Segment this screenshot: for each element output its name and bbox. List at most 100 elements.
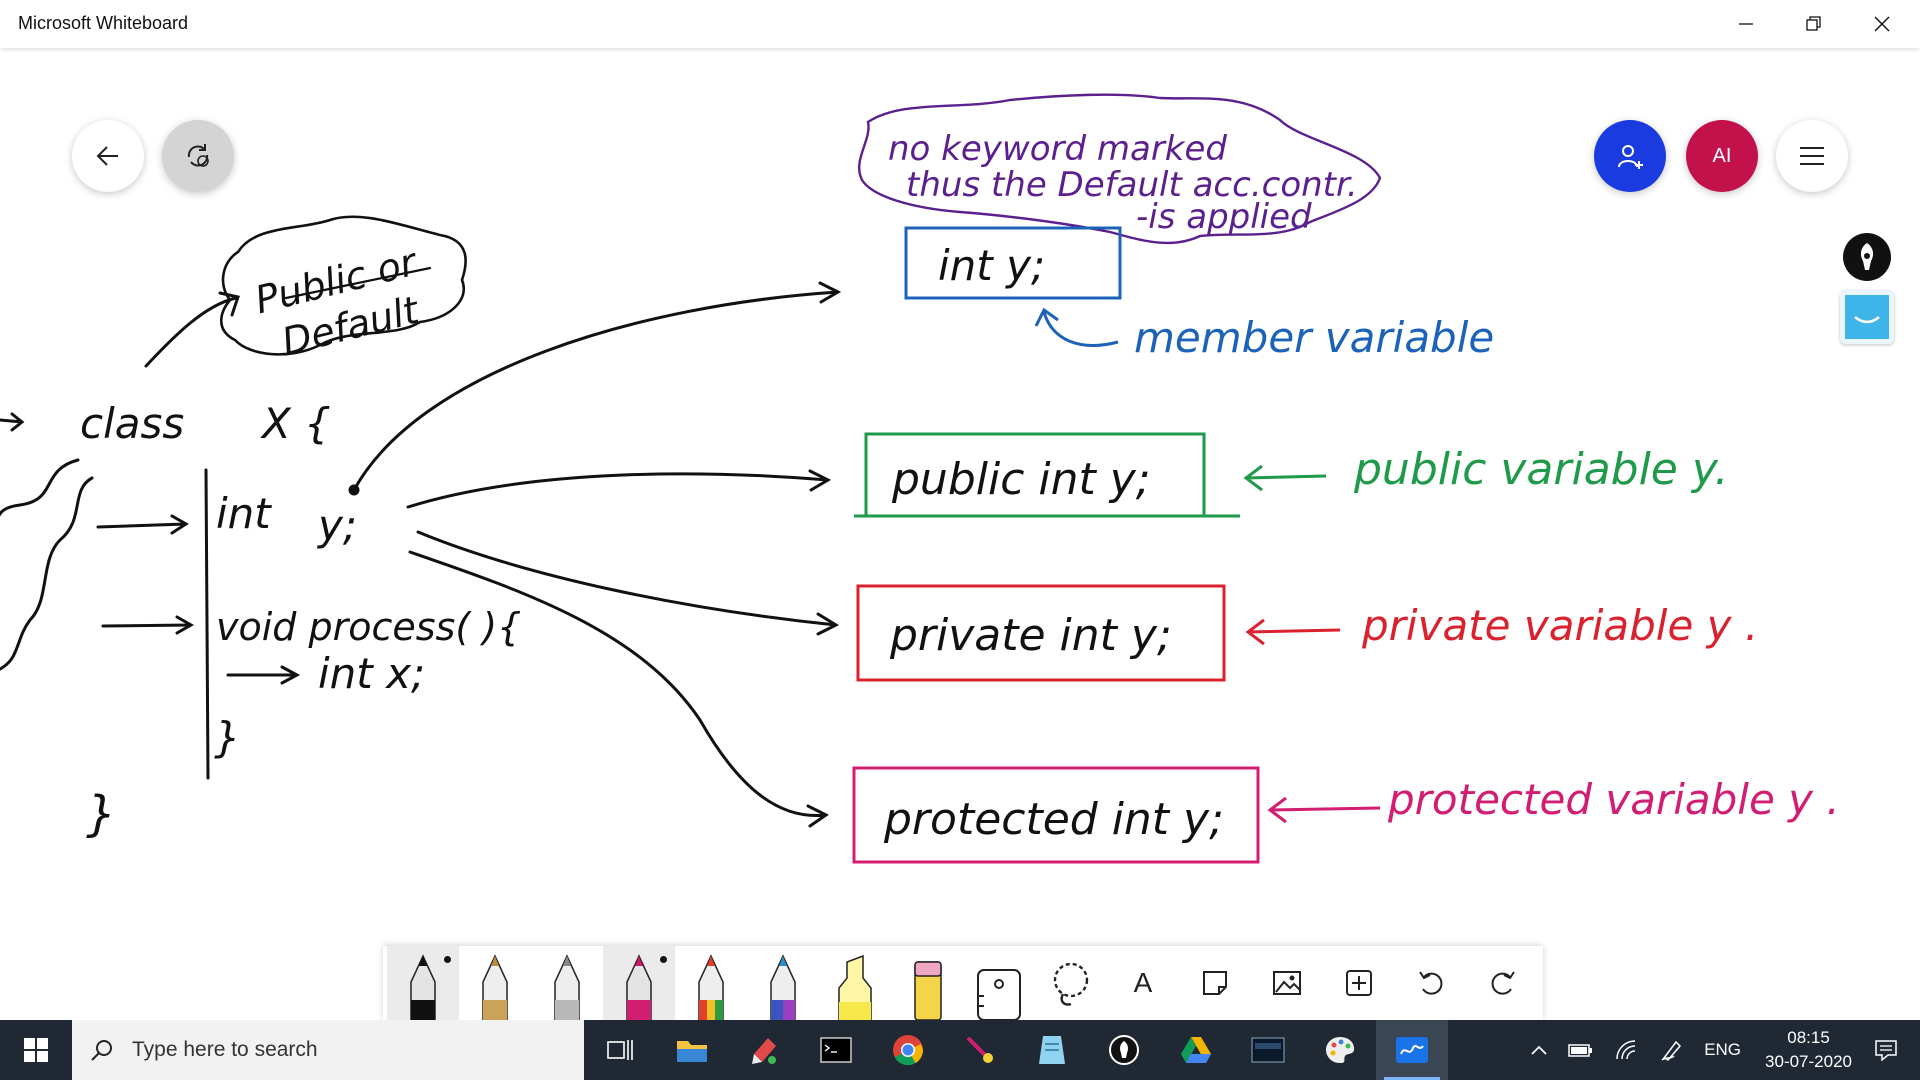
- tool-rainbow-pen[interactable]: [675, 946, 747, 1020]
- tray-wifi[interactable]: [1604, 1020, 1650, 1080]
- squiggle-stroke: [0, 458, 94, 671]
- tray-pen-workspace[interactable]: [1650, 1020, 1694, 1080]
- default-box: [904, 226, 1122, 300]
- taskbar-search[interactable]: Type here to search: [72, 1020, 584, 1080]
- tray-notifications[interactable]: [1866, 1020, 1920, 1080]
- note-outline: [857, 93, 1382, 245]
- avatar-initials: AI: [1712, 144, 1732, 167]
- scope-line: [204, 468, 210, 780]
- pen-nib-taskbar-icon: [1109, 1035, 1139, 1065]
- taskbar-mysql[interactable]: [1232, 1020, 1304, 1080]
- tool-ruler[interactable]: [963, 946, 1035, 1020]
- tool-pink-highlighter[interactable]: [891, 946, 963, 1020]
- windows-logo-icon: [24, 1038, 48, 1062]
- ink-beautify-button[interactable]: [1840, 230, 1894, 284]
- taskbar-notepad[interactable]: [1016, 1020, 1088, 1080]
- text-class-name: X {: [260, 399, 331, 448]
- taskbar-file-explorer[interactable]: [656, 1020, 728, 1080]
- text-int-x: int x;: [318, 649, 425, 698]
- wifi-icon: [1616, 1040, 1636, 1060]
- protected-box-text: protected int y;: [883, 794, 1224, 845]
- sync-icon: [187, 144, 209, 167]
- taskbar-terminal[interactable]: [800, 1020, 872, 1080]
- silver-pen-icon: [554, 954, 580, 1020]
- tool-pink-pen[interactable]: [603, 946, 675, 1020]
- default-box-text: int y;: [938, 241, 1045, 290]
- tool-note[interactable]: [1179, 946, 1251, 1020]
- text-tool-icon: A: [1133, 967, 1153, 998]
- add-box-icon: [1346, 970, 1372, 996]
- taskbar-chrome[interactable]: [872, 1020, 944, 1080]
- taskbar-task-view[interactable]: [584, 1020, 656, 1080]
- taskbar-whiteboard-ink[interactable]: [1088, 1020, 1160, 1080]
- sync-button[interactable]: [162, 120, 234, 192]
- arrow-to-public: [406, 469, 832, 509]
- smile-tile-icon: [1845, 295, 1889, 339]
- arrow-to-private: [416, 530, 840, 636]
- tool-black-pen[interactable]: [387, 946, 459, 1020]
- text-int: int: [216, 489, 272, 538]
- tray-language[interactable]: ENG: [1704, 1040, 1742, 1059]
- inking-toolbar: A: [383, 946, 1543, 1020]
- paint-icon: [752, 1038, 776, 1064]
- tray-battery[interactable]: [1558, 1020, 1604, 1080]
- tray-clock[interactable]: 08:15 30-07-2020: [1751, 1026, 1866, 1074]
- stamp-button[interactable]: [1840, 290, 1894, 344]
- restore-button[interactable]: [1780, 0, 1848, 48]
- back-button[interactable]: [72, 120, 144, 192]
- member-label: member variable: [1134, 313, 1494, 362]
- undo-icon: [1419, 971, 1443, 995]
- taskbar-paint[interactable]: [728, 1020, 800, 1080]
- taskbar-whiteboard[interactable]: [1376, 1020, 1448, 1080]
- taskbar-pen-app[interactable]: [944, 1020, 1016, 1080]
- protected-arrow: [1267, 796, 1381, 824]
- tool-gold-pen[interactable]: [459, 946, 531, 1020]
- minimize-button[interactable]: [1712, 0, 1780, 48]
- close-icon: [1874, 16, 1890, 32]
- arrow-int-x: [226, 665, 301, 685]
- tool-image[interactable]: [1251, 946, 1323, 1020]
- note-line-3: -is applied: [1136, 197, 1312, 237]
- tool-insert[interactable]: [1323, 946, 1395, 1020]
- tool-redo[interactable]: [1467, 946, 1539, 1020]
- menu-button[interactable]: [1776, 120, 1848, 192]
- minimize-icon: [1739, 23, 1753, 25]
- add-person-icon: [1618, 145, 1643, 169]
- taskbar-google-drive[interactable]: [1160, 1020, 1232, 1080]
- task-view-icon: [607, 1040, 633, 1060]
- pink-pen-icon: [626, 954, 652, 1020]
- text-class: class: [80, 399, 184, 448]
- text-outer-brace: }: [86, 786, 117, 842]
- black-pen-icon: [410, 954, 436, 1020]
- invite-button[interactable]: [1594, 120, 1666, 192]
- mysql-icon: [1251, 1037, 1285, 1063]
- tray-overflow-button[interactable]: [1520, 1020, 1558, 1080]
- taskbar-paint-3d[interactable]: [1304, 1020, 1376, 1080]
- pink-highlighter-icon: [914, 961, 942, 1020]
- tool-silver-pen[interactable]: [531, 946, 603, 1020]
- text-y: y;: [316, 501, 357, 550]
- image-icon: [1273, 971, 1301, 995]
- restore-icon: [1806, 16, 1821, 31]
- tool-lasso[interactable]: [1035, 946, 1107, 1020]
- tool-text[interactable]: A: [1107, 946, 1179, 1020]
- protected-label: protected variable y .: [1387, 775, 1840, 824]
- system-tray: ENG 08:15 30-07-2020: [1520, 1020, 1920, 1080]
- folder-icon: [677, 1041, 707, 1062]
- close-button[interactable]: [1848, 0, 1916, 48]
- search-placeholder: Type here to search: [132, 1038, 318, 1061]
- rainbow-pen-icon: [698, 954, 724, 1020]
- galaxy-pen-icon: [770, 954, 796, 1020]
- start-button[interactable]: [0, 1020, 72, 1080]
- member-arrow: [1034, 307, 1119, 347]
- private-label: private variable y .: [1361, 601, 1758, 650]
- account-avatar[interactable]: AI: [1686, 120, 1758, 192]
- tool-galaxy-pen[interactable]: [747, 946, 819, 1020]
- title-bar: Microsoft Whiteboard: [0, 0, 1920, 48]
- note-line-2: thus the Default acc.contr.: [906, 165, 1358, 205]
- arrow-stroke: [0, 412, 25, 432]
- public-arrow: [1243, 464, 1327, 492]
- tool-yellow-highlighter[interactable]: [819, 946, 891, 1020]
- tool-undo[interactable]: [1395, 946, 1467, 1020]
- protected-box: [852, 766, 1260, 864]
